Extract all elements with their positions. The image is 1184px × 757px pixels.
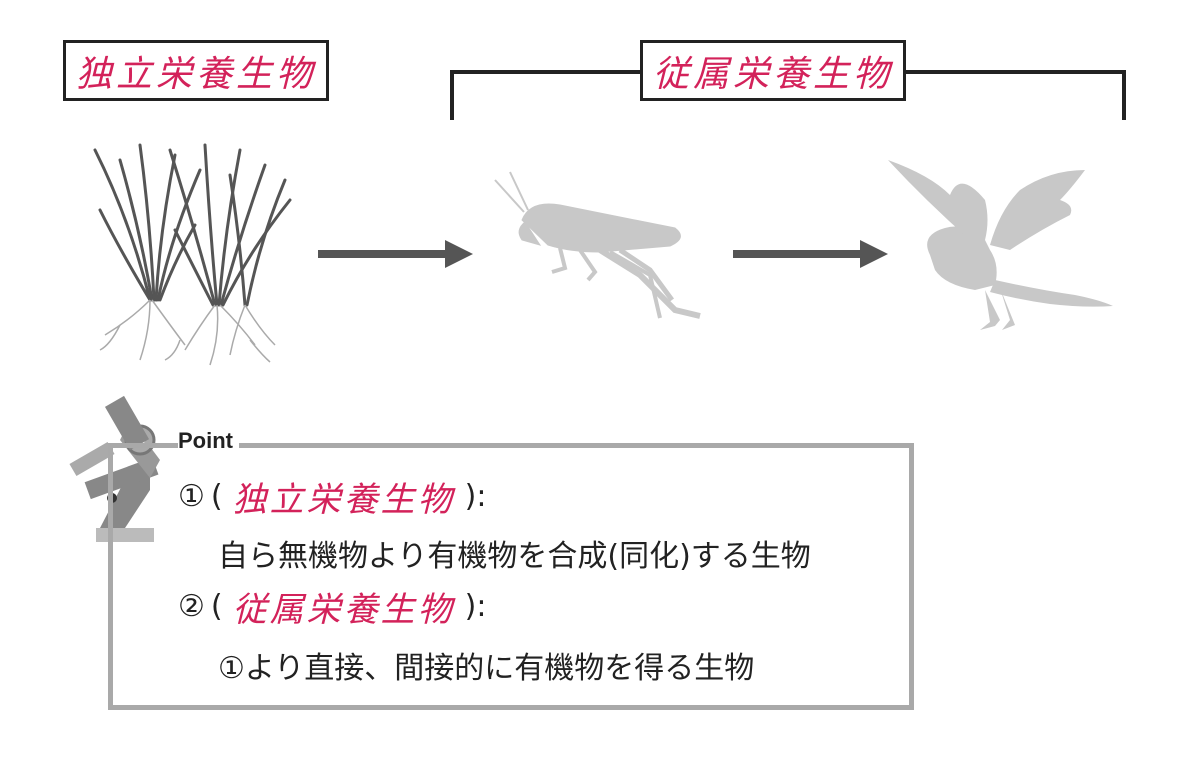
item-2-number: ② bbox=[178, 589, 205, 624]
heterotroph-label: 従属栄養生物 bbox=[652, 53, 893, 95]
arrow-grass-to-grasshopper bbox=[318, 240, 473, 268]
point-item-2: ② ( 従属栄養生物 ): bbox=[178, 582, 492, 631]
bird-icon bbox=[888, 160, 1113, 330]
grass-icon bbox=[93, 143, 292, 366]
item-2-open-paren: ( bbox=[210, 589, 223, 624]
autotroph-label: 独立栄養生物 bbox=[75, 53, 316, 95]
item-1-close-paren: ): bbox=[464, 479, 487, 514]
item-1-open-paren: ( bbox=[210, 479, 223, 514]
heterotroph-label-box: 従属栄養生物 bbox=[640, 40, 906, 101]
item-2-close-paren: ): bbox=[464, 589, 487, 624]
point-title: Point bbox=[178, 428, 239, 454]
heterotroph-bracket bbox=[450, 70, 1126, 120]
item-1-description: 自ら無機物より有機物を合成(同化)する生物 bbox=[218, 539, 811, 574]
item-2-description: ①より直接、間接的に有機物を得る生物 bbox=[218, 651, 755, 686]
point-box bbox=[108, 443, 914, 710]
autotroph-label-box: 独立栄養生物 bbox=[63, 40, 329, 101]
item-1-answer: 独立栄養生物 bbox=[232, 480, 455, 520]
grasshopper-icon bbox=[494, 171, 701, 319]
item-1-number: ① bbox=[178, 479, 205, 514]
item-2-answer: 従属栄養生物 bbox=[232, 590, 455, 630]
arrow-grasshopper-to-bird bbox=[733, 240, 888, 268]
point-item-1: ① ( 独立栄養生物 ): bbox=[178, 472, 492, 521]
